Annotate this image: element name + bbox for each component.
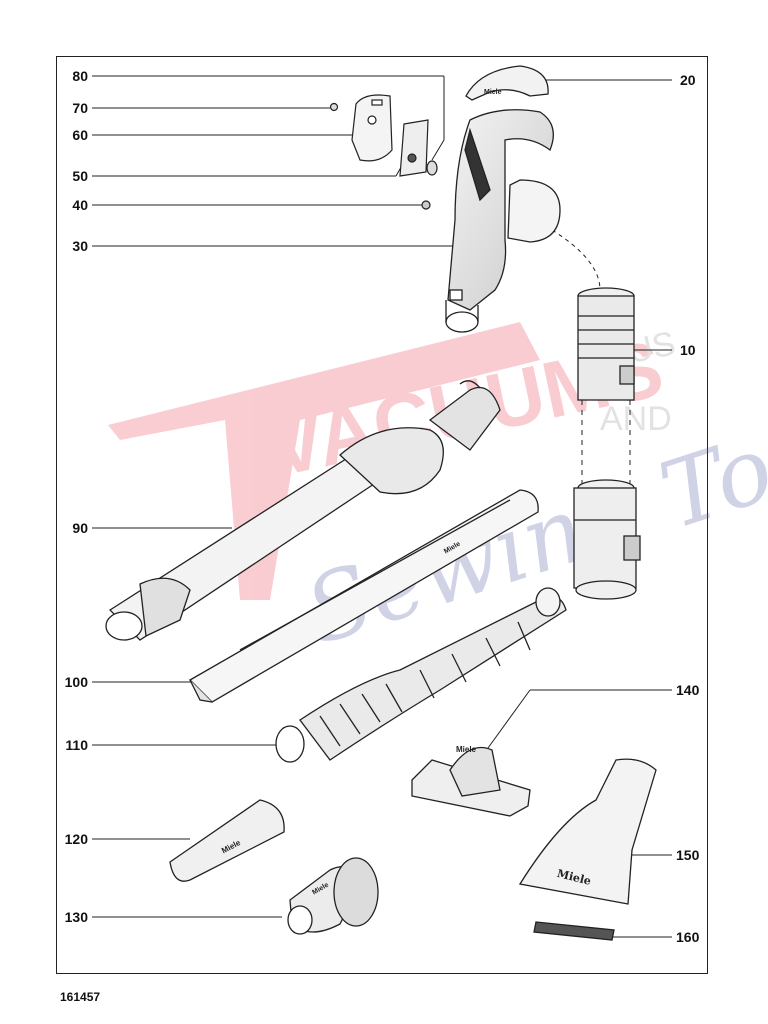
callout-40: 40 [72, 197, 88, 213]
part-40-screw [421, 200, 431, 210]
callout-100: 100 [64, 674, 88, 690]
watermark: VACUUMS PLUS AND Sewing Too [108, 322, 768, 665]
watermark-v-shape [108, 322, 540, 600]
leader-lines [92, 75, 672, 938]
callout-120: 120 [64, 831, 88, 847]
part-100-wand-tube: Miele [188, 489, 539, 703]
callout-10: 10 [680, 342, 696, 358]
part-140-upholstery-tool: Miele [411, 745, 531, 817]
callout-50: 50 [72, 168, 88, 184]
brand-mark-upholstery-tool: Miele [456, 745, 477, 754]
part-130-dusting-brush: Miele [287, 857, 379, 935]
part-150-mattress-tool: Miele [518, 758, 657, 905]
part-20-handle-cap: Miele [465, 65, 549, 101]
callout-160: 160 [676, 929, 700, 945]
callout-130: 130 [64, 909, 88, 925]
part-90-telescopic-wand [105, 380, 501, 641]
part-10-hose-sleeve [573, 287, 641, 600]
part-60-switch-cover [351, 94, 393, 162]
callout-140: 140 [676, 682, 700, 698]
document-number: 161457 [60, 990, 101, 1004]
part-80-button [426, 160, 438, 176]
part-70-clip [329, 102, 339, 112]
diagram-frame [56, 56, 708, 974]
brand-mark-handle-cap: Miele [484, 89, 502, 96]
callout-20: 20 [680, 72, 696, 88]
callout-70: 70 [72, 100, 88, 116]
callout-90: 90 [72, 520, 88, 536]
part-120-crevice-tool: Miele [169, 799, 285, 882]
callout-80: 80 [72, 68, 88, 84]
part-160-brush-strip [533, 921, 615, 941]
callout-110: 110 [65, 737, 88, 753]
watermark-word-and: AND [600, 400, 672, 438]
part-110-flex-hose [275, 587, 567, 763]
part-50-switch-slider [399, 119, 429, 177]
callout-30: 30 [72, 238, 88, 254]
callout-60: 60 [72, 127, 88, 143]
part-30-handle [445, 109, 561, 333]
callout-150: 150 [676, 847, 700, 863]
